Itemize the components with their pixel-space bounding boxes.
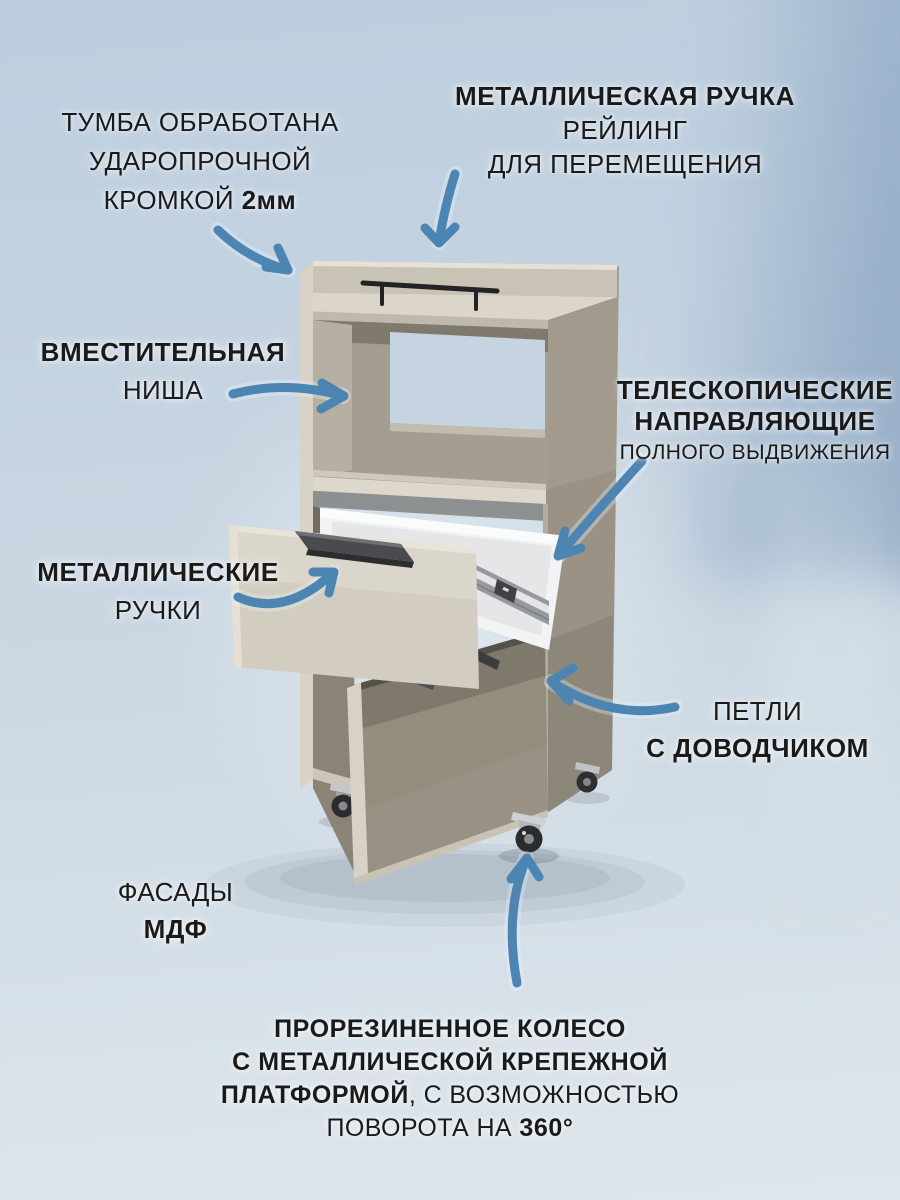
annotation-edge: ТУМБА ОБРАБОТАНА УДАРОПРОЧНОЙ КРОМКОЙ 2м… (30, 103, 370, 220)
caster-wheel-front (511, 812, 546, 853)
arrow-edge (210, 222, 296, 278)
railing-handle (360, 280, 500, 311)
top-back-rim (313, 261, 617, 297)
annotation-railing-handle: МЕТАЛЛИЧЕСКАЯ РУЧКА РЕЙЛИНГ ДЛЯ ПЕРЕМЕЩЕ… (440, 79, 810, 181)
open-niche (300, 320, 548, 504)
drawer-front (229, 525, 479, 689)
annotation-line: С ДОВОДЧИКОМ (646, 733, 869, 763)
annotation-line: ПОВОРОТА НА 360° (326, 1114, 574, 1142)
rail-clip (494, 579, 517, 603)
annotation-line: НАПРАВЛЯЮЩИЕ (634, 406, 876, 436)
annotation-line: УДАРОПРОЧНОЙ (88, 146, 312, 176)
niche-through-window (390, 332, 545, 430)
open-drawer (229, 508, 566, 689)
drawer-handle (295, 531, 414, 568)
door-edge-strip (347, 682, 368, 881)
annotation-line: РЕЙЛИНГ (562, 115, 688, 145)
arrow-niche (225, 378, 351, 414)
annotation-line: С МЕТАЛЛИЧЕСКОЙ КРЕПЕЖНОЙ (232, 1048, 668, 1076)
annotation-wheel: ПРОРЕЗИНЕННОЕ КОЛЕСО С МЕТАЛЛИЧЕСКОЙ КРЕ… (170, 1013, 730, 1145)
annotation-line: НИША (122, 375, 204, 405)
annotation-line: ДЛЯ ПЕРЕМЕЩЕНИЯ (487, 149, 763, 179)
annotation-line: МЕТАЛЛИЧЕСКИЕ (37, 557, 279, 587)
annotation-telescopic-slides: ТЕЛЕСКОПИЧЕСКИЕ НАПРАВЛЯЮЩИЕ ПОЛНОГО ВЫД… (612, 375, 898, 468)
caster-wheel-back (575, 762, 600, 793)
annotation-line: РУЧКИ (114, 595, 202, 625)
annotation-line: ПЛАТФОРМОЙ, С ВОЗМОЖНОСТЬЮ (220, 1081, 680, 1109)
top-front-edge (301, 311, 548, 329)
drawer-slot-shadow (300, 490, 546, 521)
door-panel (350, 630, 548, 880)
annotation-niche: ВМЕСТИТЕЛЬНАЯ НИША (23, 333, 303, 409)
niche-shelf (313, 470, 546, 490)
telescopic-rail (467, 561, 550, 625)
annotation-line: КРОМКОЙ 2мм (103, 185, 297, 215)
arrow-railing (420, 166, 463, 250)
cabinet-door (347, 630, 548, 885)
arrow-hinges (544, 663, 683, 719)
annotation-line: ВМЕСТИТЕЛЬНАЯ (40, 337, 286, 367)
annotation-metal-handles: МЕТАЛЛИЧЕСКИЕ РУЧКИ (13, 553, 303, 629)
annotation-facades: ФАСАДЫ МДФ (58, 874, 293, 948)
annotation-line: ФАСАДЫ (117, 877, 234, 907)
annotation-line: МДФ (143, 914, 208, 944)
annotation-line: ТУМБА ОБРАБОТАНА (61, 107, 339, 137)
caster-wheel-left (330, 783, 355, 818)
arrow-handles (230, 565, 341, 612)
background-light-band (770, 380, 890, 940)
annotation-line: ТЕЛЕСКОПИЧЕСКИЕ (616, 375, 894, 405)
annotation-line: ПЕТЛИ (712, 696, 803, 726)
arrow-slides (551, 453, 650, 563)
annotation-line: ПРОРЕЗИНЕННОЕ КОЛЕСО (274, 1015, 626, 1043)
annotation-line: МЕТАЛЛИЧЕСКАЯ РУЧКА (455, 81, 795, 111)
arrow-wheel (504, 851, 544, 991)
callout-arrows (210, 166, 683, 991)
annotation-line: ПОЛНОГО ВЫДВИЖЕНИЯ (619, 441, 891, 464)
door-handle (472, 649, 500, 670)
annotation-hinges: ПЕТЛИ С ДОВОДЧИКОМ (620, 693, 895, 767)
